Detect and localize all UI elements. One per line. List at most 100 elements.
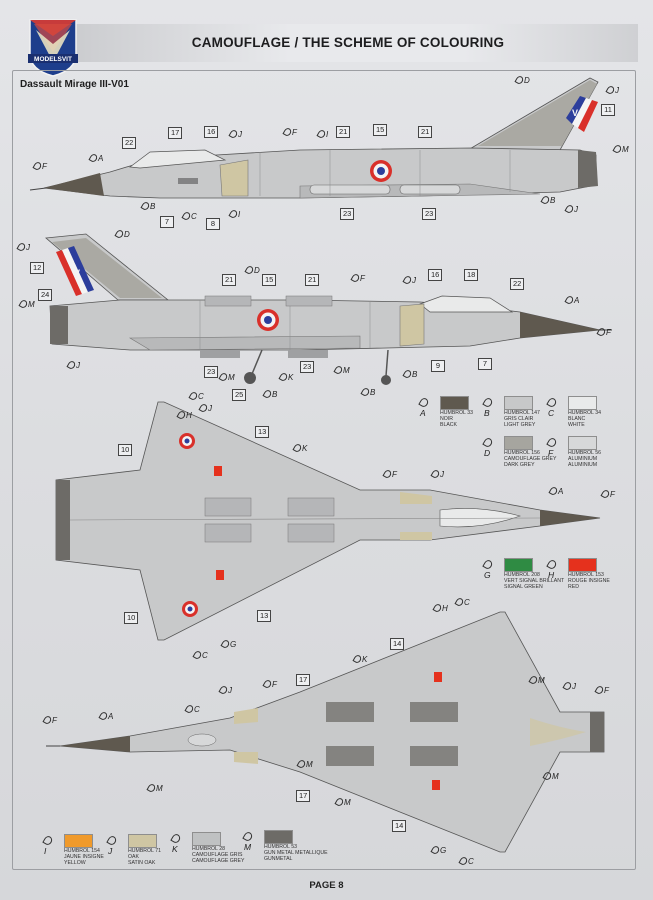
top-view xyxy=(55,401,601,641)
callout-letter-m: M xyxy=(220,373,235,383)
callout-letter-f: F xyxy=(44,716,57,726)
swatch-k-color xyxy=(192,832,221,846)
callout-letter-d: D xyxy=(116,230,130,240)
callout-17: 17 xyxy=(296,674,311,686)
swatch-j-label: HUMBROL 71 OAK SATIN OAK xyxy=(128,848,161,866)
swatch-m-label: HUMBROL 53 GUN METAL METALLIQUE GUNMETAL xyxy=(264,844,328,862)
swatch-c-color xyxy=(568,396,597,410)
swatch-f-letter: F xyxy=(548,438,558,458)
callout-21: 21 xyxy=(222,274,237,286)
callout-10: 10 xyxy=(124,612,139,624)
callout-15: 15 xyxy=(373,124,388,136)
swatch-k-label: HUMBROL 28 CAMOUFLAGE GRIS CAMOUFLAGE GR… xyxy=(192,846,245,864)
callout-7: 7 xyxy=(160,216,174,228)
swatch-j-letter: J xyxy=(108,836,118,856)
callout-letter-a: A xyxy=(566,296,579,306)
swatch-f-label: HUMBROL 56 ALUMINIUM ALUMINIUM xyxy=(568,450,601,468)
callout-9: 9 xyxy=(431,360,445,372)
callout-letter-m: M xyxy=(20,300,35,310)
callout-letter-a: A xyxy=(550,487,563,497)
page-number: PAGE 8 xyxy=(309,880,344,891)
callout-23: 23 xyxy=(204,366,219,378)
swatch-m-letter: M xyxy=(244,832,254,852)
swatch-d-letter: D xyxy=(484,438,494,458)
swatch-h-letter: H xyxy=(548,560,558,580)
callout-15: 15 xyxy=(262,274,277,286)
swatch-c-label: HUMBROL 34 BLANC WHITE xyxy=(568,410,601,428)
callout-23: 23 xyxy=(340,208,355,220)
callout-letter-m: M xyxy=(336,798,351,808)
callout-23: 23 xyxy=(422,208,437,220)
side-view-right xyxy=(45,233,612,385)
swatch-c-letter: C xyxy=(548,398,558,418)
callout-letter-m: M xyxy=(148,784,163,794)
swatch-h-label: HUMBROL 153 ROUGE INSIGNE RED xyxy=(568,572,610,590)
callout-18: 18 xyxy=(464,269,479,281)
callout-13: 13 xyxy=(257,610,272,622)
callout-letter-g: G xyxy=(222,640,236,650)
callout-letter-j: J xyxy=(564,682,576,692)
callout-letter-b: B xyxy=(142,202,155,212)
callout-11: 11 xyxy=(601,104,615,116)
bottom-view xyxy=(46,611,605,853)
callout-letter-f: F xyxy=(384,470,397,480)
callout-letter-i: I xyxy=(230,210,240,220)
callout-letter-j: J xyxy=(404,276,416,286)
swatch-i-color xyxy=(64,834,93,848)
callout-letter-j: J xyxy=(18,243,30,253)
content-frame xyxy=(12,70,636,870)
swatch-h-color xyxy=(568,558,597,572)
callout-letter-j: J xyxy=(200,404,212,414)
callout-letter-j: J xyxy=(566,205,578,215)
callout-letter-c: C xyxy=(456,598,470,608)
swatch-d-label: HUMBROL 156 CAMOUFLAGE GREY DARK GREY xyxy=(504,450,557,468)
callout-letter-c: C xyxy=(190,392,204,402)
callout-letter-j: J xyxy=(220,686,232,696)
callout-24: 24 xyxy=(38,289,53,301)
callout-letter-k: K xyxy=(354,655,367,665)
callout-letter-j: J xyxy=(432,470,444,480)
swatch-k-letter: K xyxy=(172,834,182,854)
callout-letter-k: K xyxy=(280,373,293,383)
callout-14: 14 xyxy=(390,638,405,650)
callout-8: 8 xyxy=(206,218,220,230)
swatch-f-color xyxy=(568,436,597,450)
callout-letter-f: F xyxy=(34,162,47,172)
callout-10: 10 xyxy=(118,444,133,456)
callout-25: 25 xyxy=(232,389,247,401)
swatch-d-color xyxy=(504,436,533,450)
callout-letter-g: G xyxy=(432,846,446,856)
swatch-g-color xyxy=(504,558,533,572)
callout-17: 17 xyxy=(296,790,311,802)
swatch-a-color xyxy=(440,396,469,410)
callout-17: 17 xyxy=(168,127,183,139)
callout-letter-b: B xyxy=(264,390,277,400)
swatch-a-label: HUMBROL 33 NOIR BLACK xyxy=(440,410,473,428)
swatch-b-letter: B xyxy=(484,398,494,418)
callout-letter-b: B xyxy=(542,196,555,206)
callout-letter-k: K xyxy=(294,444,307,454)
callout-16: 16 xyxy=(204,126,219,138)
callout-letter-j: J xyxy=(230,130,242,140)
callout-letter-f: F xyxy=(596,686,609,696)
callout-letter-m: M xyxy=(544,772,559,782)
callout-23: 23 xyxy=(300,361,315,373)
callout-letter-j: J xyxy=(68,361,80,371)
callout-letter-d: D xyxy=(246,266,260,276)
callout-letter-m: M xyxy=(530,676,545,686)
callout-letter-c: C xyxy=(460,857,474,867)
callout-letter-c: C xyxy=(186,705,200,715)
swatch-b-label: HUMBROL 147 GRIS CLAIR LIGHT GREY xyxy=(504,410,540,428)
callout-14: 14 xyxy=(392,820,407,832)
callout-21: 21 xyxy=(336,126,351,138)
swatch-m-color xyxy=(264,830,293,844)
aircraft-title: Dassault Mirage III-V01 xyxy=(20,79,129,90)
swatch-i-label: HUMBROL 154 JAUNE INSIGNE YELLOW xyxy=(64,848,104,866)
swatch-b-color xyxy=(504,396,533,410)
swatch-g-label: HUMBROL 208 VERT SIGNAL BRILLANT SIGNAL … xyxy=(504,572,565,590)
tail-code-left: V xyxy=(572,108,579,118)
callout-letter-m: M xyxy=(298,760,313,770)
callout-letter-f: F xyxy=(602,490,615,500)
side-view-left xyxy=(29,77,599,199)
callout-letter-d: D xyxy=(516,76,530,86)
